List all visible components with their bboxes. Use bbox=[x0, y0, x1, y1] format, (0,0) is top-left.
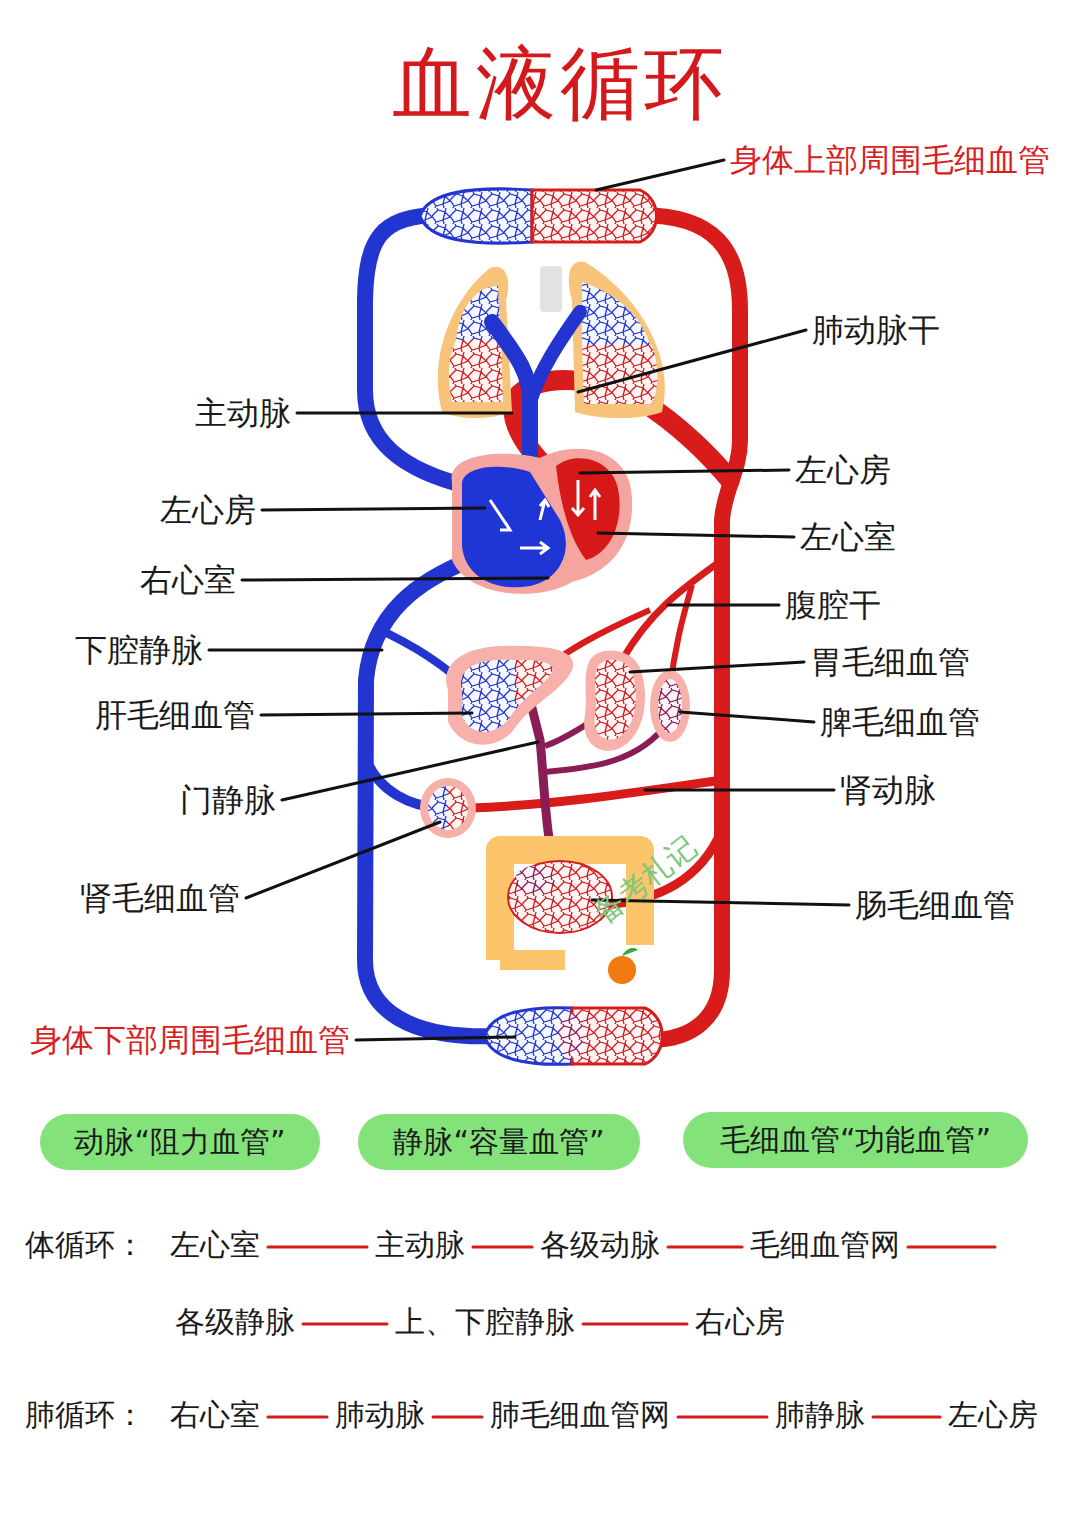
pill-text: 静脉“容量血管” bbox=[393, 1124, 604, 1160]
part-label: 肺动脉干 bbox=[812, 311, 940, 349]
part-label: 肾动脉 bbox=[840, 771, 936, 809]
flow-dash bbox=[433, 1416, 482, 1419]
category-pill: 毛细血管“功能血管” bbox=[683, 1112, 1028, 1168]
part-label: 左心房 bbox=[795, 451, 891, 489]
artery-loop bbox=[640, 215, 740, 1040]
flow-step: 各级动脉 bbox=[540, 1227, 660, 1263]
flow-step: 肺动脉 bbox=[335, 1397, 425, 1433]
part-label: 右心室 bbox=[140, 561, 236, 599]
liver bbox=[446, 646, 573, 745]
leader-line bbox=[282, 742, 538, 800]
flow-dash bbox=[678, 1416, 767, 1419]
category-pill: 动脉“阻力血管” bbox=[40, 1114, 320, 1170]
flow-dash bbox=[668, 1246, 742, 1249]
part-label: 胃毛细血管 bbox=[810, 643, 970, 681]
celiac-trunk bbox=[622, 560, 722, 660]
lung-capillaries bbox=[449, 340, 503, 402]
liver-capillaries bbox=[461, 660, 552, 732]
flow-arrows bbox=[490, 500, 549, 554]
part-label: 主动脉 bbox=[195, 394, 291, 432]
part-label: 身体上部周围毛细血管 bbox=[730, 141, 1050, 179]
heart-outline bbox=[452, 449, 633, 594]
spleen-capillaries bbox=[658, 679, 682, 733]
flow-step: 体循环： bbox=[25, 1227, 145, 1263]
leader-line bbox=[297, 412, 512, 415]
upper-capillaries bbox=[420, 189, 532, 243]
flow-dash bbox=[908, 1246, 995, 1249]
orange-icon bbox=[608, 956, 636, 984]
pill-text: 毛细血管“功能血管” bbox=[720, 1122, 991, 1158]
flow-step: 肺静脉 bbox=[775, 1397, 865, 1433]
leader-line bbox=[580, 470, 789, 473]
right-lung bbox=[569, 261, 665, 418]
part-label: 门静脉 bbox=[180, 781, 276, 819]
pill-text: 动脉“阻力血管” bbox=[74, 1124, 285, 1160]
title-text: 血液循环 bbox=[392, 40, 728, 128]
flow-dash bbox=[583, 1323, 687, 1326]
part-label: 肾毛细血管 bbox=[80, 879, 240, 917]
flow-dash bbox=[303, 1323, 387, 1326]
flow-step: 左心室 bbox=[170, 1227, 260, 1263]
flow-step: 上、下腔静脉 bbox=[395, 1304, 575, 1340]
leader-line bbox=[680, 712, 814, 722]
flow-dash bbox=[268, 1416, 327, 1419]
flow-dash bbox=[873, 1416, 940, 1419]
leader-line bbox=[209, 649, 382, 652]
flow-step: 毛细血管网 bbox=[750, 1227, 900, 1263]
part-label: 肝毛细血管 bbox=[95, 696, 255, 734]
leader-line bbox=[262, 508, 485, 510]
part-label: 身体下部周围毛细血管 bbox=[30, 1021, 350, 1059]
leader-line bbox=[246, 822, 440, 898]
flow-step: 各级静脉 bbox=[175, 1304, 295, 1340]
kidney bbox=[420, 778, 476, 838]
part-label: 左心室 bbox=[800, 518, 896, 556]
leader-line bbox=[578, 330, 806, 392]
flow-step: 肺循环： bbox=[25, 1397, 145, 1433]
trachea bbox=[540, 266, 562, 312]
flow-arrows bbox=[572, 480, 600, 520]
part-label: 腹腔干 bbox=[785, 586, 881, 624]
leader-line bbox=[242, 578, 548, 580]
flow-step: 肺毛细血管网 bbox=[490, 1397, 670, 1433]
liver-capillaries bbox=[515, 660, 553, 705]
flow-dash bbox=[268, 1246, 367, 1249]
flow-step: 主动脉 bbox=[375, 1227, 465, 1263]
upper-capillaries bbox=[532, 190, 657, 242]
spleen bbox=[650, 670, 690, 742]
leader-line bbox=[356, 1037, 515, 1040]
orange-leaf bbox=[622, 948, 638, 956]
flow-step: 左心房 bbox=[948, 1397, 1038, 1433]
leader-line bbox=[596, 160, 724, 190]
flow-step: 右心室 bbox=[170, 1397, 260, 1433]
leader-line bbox=[630, 662, 804, 672]
leader-line bbox=[668, 604, 779, 607]
lung-capillaries bbox=[582, 282, 650, 345]
part-label: 左心房 bbox=[160, 491, 256, 529]
right-heart bbox=[462, 467, 566, 588]
renal-artery bbox=[470, 780, 722, 808]
flow-dash bbox=[473, 1246, 532, 1249]
lower-capillaries bbox=[558, 1014, 586, 1058]
leader-line bbox=[645, 789, 834, 792]
stomach bbox=[584, 651, 645, 751]
part-label: 脾毛细血管 bbox=[820, 703, 980, 741]
pulmonary-artery bbox=[530, 312, 580, 402]
intestine-capillaries bbox=[515, 866, 555, 894]
large-intestine bbox=[500, 950, 565, 970]
part-label: 下腔静脉 bbox=[75, 631, 203, 669]
flow-step: 右心房 bbox=[695, 1304, 785, 1340]
kidney-capillaries bbox=[448, 786, 468, 830]
leader-line bbox=[261, 713, 472, 715]
part-label: 肠毛细血管 bbox=[855, 886, 1015, 924]
inferior-vena-cava bbox=[365, 560, 500, 1036]
category-pill: 静脉“容量血管” bbox=[358, 1114, 640, 1170]
leader-line bbox=[598, 533, 794, 537]
